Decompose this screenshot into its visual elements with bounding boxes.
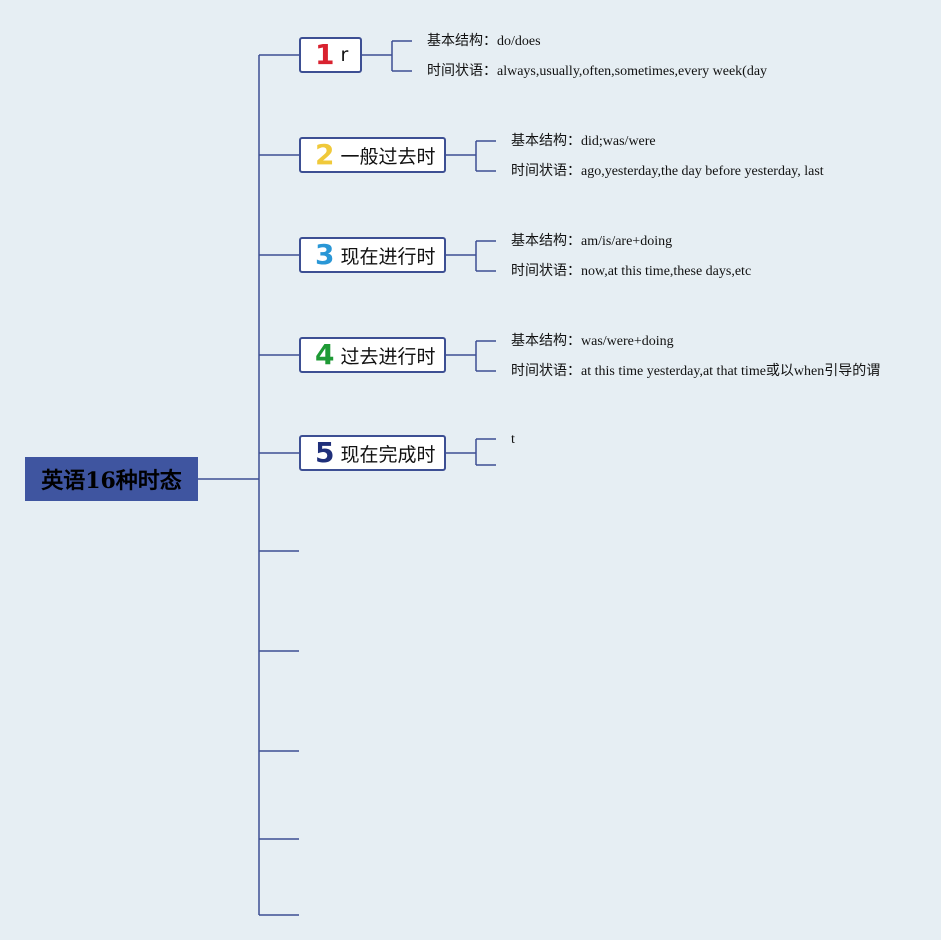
- leaf-value: was/were+doing: [581, 334, 674, 349]
- leaf-value: did;was/were: [581, 134, 656, 149]
- topic-4[interactable]: 4 过去进行时: [299, 337, 446, 373]
- topic-5[interactable]: 5 现在完成时: [299, 435, 446, 471]
- leaf-key: 基本结构：: [511, 233, 581, 249]
- topic-label: 一般过去时: [340, 145, 436, 168]
- leaf-time-adverbial[interactable]: 时间状语：now,at this time,these days,etc: [511, 261, 751, 281]
- topic-label: 过去进行时: [340, 345, 436, 368]
- leaf-value: always,usually,often,sometimes,every wee…: [497, 64, 768, 79]
- root-title: 英语16种时态: [41, 468, 182, 494]
- leaf-key: 时间状语：: [427, 63, 497, 79]
- leaf-time-adverbial[interactable]: 时间状语：at this time yesterday,at that time…: [511, 361, 880, 381]
- leaf-key: 基本结构：: [427, 33, 497, 49]
- leaf-structure[interactable]: 基本结构：was/were+doing: [511, 331, 674, 351]
- leaf-structure[interactable]: t: [511, 429, 515, 449]
- topic-label: 现在进行时: [340, 245, 436, 268]
- leaf-key: 时间状语：: [511, 263, 581, 279]
- root-topic[interactable]: 英语16种时态: [25, 457, 198, 501]
- topic-label: 现在完成时: [340, 443, 436, 466]
- leaf-time-adverbial[interactable]: 时间状语：always,usually,often,sometimes,ever…: [427, 61, 767, 81]
- topic-number-badge: 1: [315, 38, 335, 71]
- topic-3[interactable]: 3 现在进行时: [299, 237, 446, 273]
- topic-1[interactable]: 1 r: [299, 37, 362, 73]
- topic-2[interactable]: 2 一般过去时: [299, 137, 446, 173]
- topic-number-badge: 2: [315, 138, 335, 171]
- leaf-structure[interactable]: 基本结构：did;was/were: [511, 131, 656, 151]
- leaf-time-adverbial[interactable]: 时间状语：ago,yesterday,the day before yester…: [511, 161, 824, 181]
- topic-number-badge: 4: [315, 338, 335, 371]
- topic-number-badge: 3: [315, 238, 335, 271]
- leaf-structure[interactable]: 基本结构：do/does: [427, 31, 541, 51]
- leaf-key: 基本结构：: [511, 133, 581, 149]
- leaf-key: 时间状语：: [511, 363, 581, 379]
- leaf-value: at this time yesterday,at that time或以whe…: [581, 364, 881, 379]
- leaf-structure[interactable]: 基本结构：am/is/are+doing: [511, 231, 672, 251]
- leaf-value: am/is/are+doing: [581, 234, 673, 249]
- leaf-value: t: [511, 432, 515, 447]
- leaf-value: now,at this time,these days,etc: [581, 264, 752, 279]
- topic-label: r: [340, 44, 349, 66]
- leaf-key: 基本结构：: [511, 333, 581, 349]
- leaf-key: 时间状语：: [511, 163, 581, 179]
- leaf-value: ago,yesterday,the day before yesterday, …: [581, 164, 824, 179]
- leaf-value: do/does: [497, 34, 541, 49]
- topic-number-badge: 5: [315, 436, 335, 469]
